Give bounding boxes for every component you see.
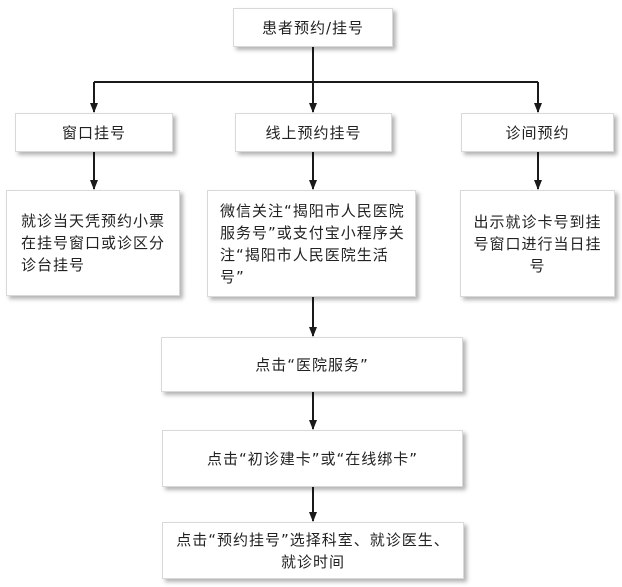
online-booking-node: 线上预约挂号 [235,113,392,152]
online-booking-label: 线上预约挂号 [265,123,362,142]
click-card-node: 点击“初诊建卡”或“在线绑卡” [162,430,463,487]
click-booking-node: 点击“预约挂号”选择科室、就诊医生、就诊时间 [162,522,464,579]
click-service-node: 点击“医院服务” [161,337,463,392]
clinic-booking-node: 诊间预约 [461,113,614,152]
click-service-label: 点击“医院服务” [255,355,369,374]
clinic-booking-label: 诊间预约 [505,123,570,142]
start-node: 患者预约/挂号 [233,8,393,47]
clinic-step-label: 出示就诊卡号到挂号窗口进行当日挂号 [473,212,602,275]
click-card-label: 点击“初诊建卡”或“在线绑卡” [206,449,419,468]
window-registration-label: 窗口挂号 [61,123,126,142]
online-step-node: 微信关注“揭阳市人民医院服务号”或支付宝小程序关注“揭阳市人民医院生活号” [207,190,416,297]
start-node-label: 患者预约/挂号 [261,18,365,37]
window-step-label: 就诊当天凭预约小票在挂号窗口或诊区分诊台挂号 [21,212,166,274]
clinic-step-node: 出示就诊卡号到挂号窗口进行当日挂号 [460,190,615,297]
click-booking-label: 点击“预约挂号”选择科室、就诊医生、就诊时间 [176,530,450,571]
window-registration-node: 窗口挂号 [15,113,173,152]
window-step-node: 就诊当天凭预约小票在挂号窗口或诊区分诊台挂号 [6,190,180,296]
online-step-label: 微信关注“揭阳市人民医院服务号”或支付宝小程序关注“揭阳市人民医院生活号” [220,201,405,286]
